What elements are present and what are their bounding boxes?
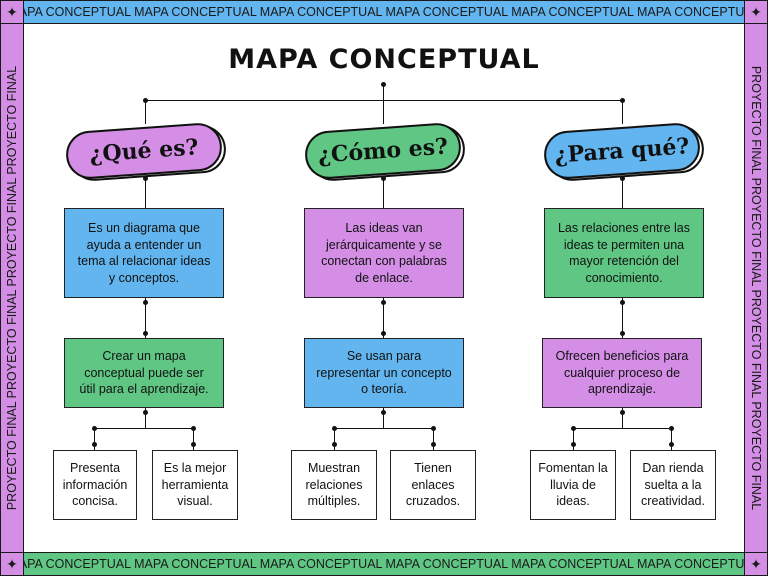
connector-dot bbox=[620, 176, 625, 181]
connector-line bbox=[334, 428, 335, 450]
sparkle-icon: ✦ bbox=[744, 552, 768, 576]
connector-dot bbox=[620, 331, 625, 336]
bottom-banner: MAPA CONCEPTUAL MAPA CONCEPTUAL MAPA CON… bbox=[23, 552, 745, 576]
connector-dot bbox=[381, 331, 386, 336]
connector-dot bbox=[669, 426, 674, 431]
concept-box: Las ideas van jerárquicamente y se conec… bbox=[304, 208, 464, 298]
connector-dot bbox=[92, 442, 97, 447]
concept-box: Crear un mapa conceptual puede ser útil … bbox=[64, 338, 224, 408]
connector-line bbox=[383, 180, 384, 208]
connector-dot bbox=[571, 426, 576, 431]
right-banner-text: PROYECTO FINAL PROYECTO FINAL PROYECTO F… bbox=[749, 65, 763, 511]
connector-line bbox=[622, 100, 623, 124]
leaf-box: Muestran relaciones múltiples. bbox=[291, 450, 377, 520]
connector-line bbox=[383, 100, 384, 124]
connector-line bbox=[573, 428, 574, 450]
connector-dot bbox=[191, 426, 196, 431]
top-banner-text: MAPA CONCEPTUAL MAPA CONCEPTUAL MAPA CON… bbox=[23, 5, 745, 19]
connector-line bbox=[383, 408, 384, 428]
concept-box: Se usan para representar un concepto o t… bbox=[304, 338, 464, 408]
connector-dot bbox=[332, 426, 337, 431]
leaf-box: Es la mejor herramienta visual. bbox=[152, 450, 238, 520]
connector-line bbox=[94, 428, 194, 429]
connector-line bbox=[622, 298, 623, 338]
sparkle-icon: ✦ bbox=[0, 552, 24, 576]
connector-dot bbox=[669, 442, 674, 447]
connector-line bbox=[145, 100, 623, 101]
connector-dot bbox=[143, 331, 148, 336]
connector-dot bbox=[332, 442, 337, 447]
connector-line bbox=[433, 428, 434, 450]
connector-line bbox=[94, 428, 95, 450]
connector-line bbox=[573, 428, 672, 429]
connector-dot bbox=[620, 410, 625, 415]
connector-dot bbox=[191, 442, 196, 447]
connector-dot bbox=[620, 300, 625, 305]
connector-line bbox=[383, 84, 384, 101]
sparkle-icon: ✦ bbox=[744, 0, 768, 24]
connector-line bbox=[145, 180, 146, 208]
left-banner-text: PROYECTO FINAL PROYECTO FINAL PROYECTO F… bbox=[5, 65, 19, 511]
leaf-box: Tienen enlaces cruzados. bbox=[390, 450, 476, 520]
page-title: MAPA CONCEPTUAL bbox=[228, 44, 540, 75]
connector-dot bbox=[381, 300, 386, 305]
connector-dot bbox=[143, 300, 148, 305]
connector-line bbox=[334, 428, 434, 429]
right-banner: PROYECTO FINAL PROYECTO FINAL PROYECTO F… bbox=[744, 0, 768, 576]
connector-line bbox=[145, 100, 146, 124]
connector-dot bbox=[381, 410, 386, 415]
concept-box: Las relaciones entre las ideas te permit… bbox=[544, 208, 704, 298]
connector-line bbox=[145, 408, 146, 428]
connector-line bbox=[622, 180, 623, 208]
bottom-banner-text: MAPA CONCEPTUAL MAPA CONCEPTUAL MAPA CON… bbox=[23, 557, 745, 571]
connector-line bbox=[622, 408, 623, 428]
sparkle-icon: ✦ bbox=[0, 0, 24, 24]
connector-line bbox=[193, 428, 194, 450]
left-banner: PROYECTO FINAL PROYECTO FINAL PROYECTO F… bbox=[0, 0, 24, 576]
connector-dot bbox=[143, 410, 148, 415]
connector-dot bbox=[381, 176, 386, 181]
concept-box: Ofrecen beneficios para cualquier proces… bbox=[542, 338, 702, 408]
connector-dot bbox=[431, 442, 436, 447]
leaf-box: Presenta información concisa. bbox=[53, 450, 137, 520]
top-banner: MAPA CONCEPTUAL MAPA CONCEPTUAL MAPA CON… bbox=[23, 0, 745, 24]
connector-line bbox=[671, 428, 672, 450]
connector-dot bbox=[143, 176, 148, 181]
concept-box: Es un diagrama que ayuda a entender un t… bbox=[64, 208, 224, 298]
connector-dot bbox=[431, 426, 436, 431]
connector-dot bbox=[571, 442, 576, 447]
leaf-box: Fomentan la lluvia de ideas. bbox=[530, 450, 616, 520]
connector-dot bbox=[92, 426, 97, 431]
connector-line bbox=[383, 298, 384, 338]
leaf-box: Dan rienda suelta a la creatividad. bbox=[630, 450, 716, 520]
connector-line bbox=[145, 298, 146, 338]
